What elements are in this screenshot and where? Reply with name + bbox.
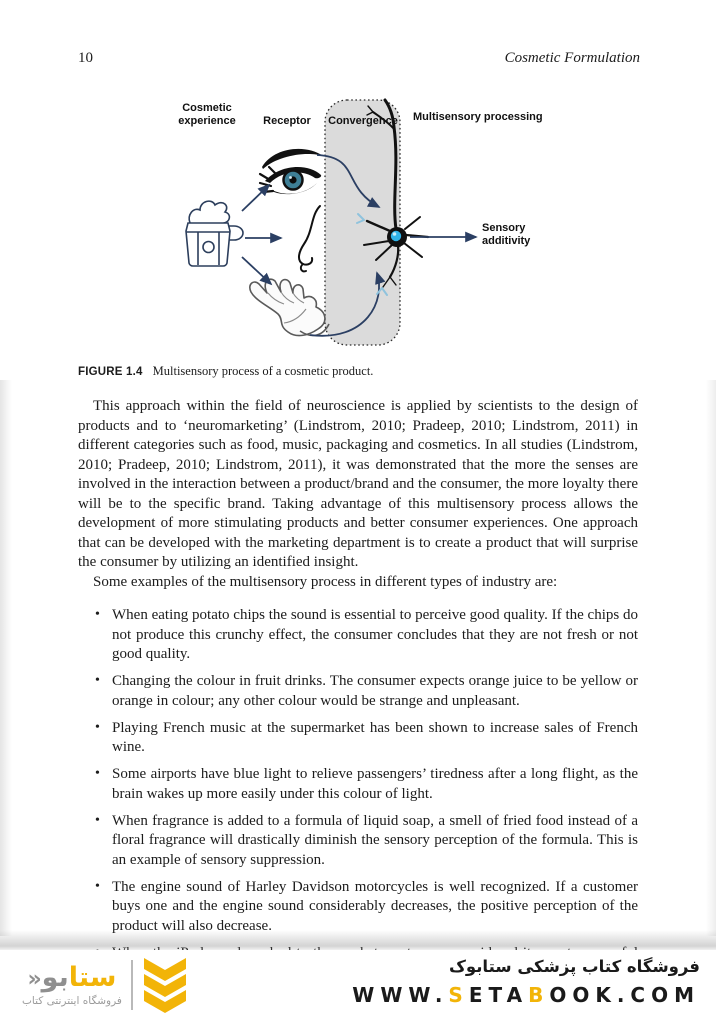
logo-wordmark: ستابو«: [27, 963, 116, 993]
list-item: Some airports have blue light to relieve…: [95, 764, 638, 804]
logo-tagline: فروشگاه اینترنتی کتاب: [22, 994, 122, 1007]
scan-shadow-bottom: [0, 930, 716, 950]
convergence-arrows: [309, 154, 386, 337]
url-segment-accent: B: [528, 982, 550, 1007]
list-item: The engine sound of Harley Davidson moto…: [95, 877, 638, 937]
cream-jar-icon: [185, 200, 244, 267]
paragraph: Some examples of the multisensory proces…: [93, 573, 558, 590]
logo-text-column: ستابو« فروشگاه اینترنتی کتاب: [22, 963, 122, 1007]
page-number: 10: [78, 50, 93, 66]
stimulus-arrows: [241, 183, 283, 286]
publisher-banner: ستابو« فروشگاه اینترنتی کتاب فروشگاه کتا…: [0, 950, 716, 1023]
list-item: Playing French music at the supermarket …: [95, 718, 638, 758]
convergence-box: [324, 99, 401, 346]
hand-icon: [249, 278, 330, 337]
url-segment-accent: S: [448, 982, 469, 1007]
logo-guillemet: «: [27, 967, 42, 993]
neuron-icon: [356, 98, 430, 296]
list-item: When eating potato chips the sound is es…: [95, 605, 638, 665]
logo-wordmark-yellow: ستا: [68, 962, 117, 994]
url-segment: OOK.COM: [549, 982, 700, 1007]
figure-1-4-diagram: Cosmetic experience Receptor Convergence…: [150, 95, 560, 360]
url-segment: ETA: [468, 982, 529, 1007]
paragraph: This approach within the field of neuros…: [78, 398, 638, 570]
footer-right-block: فروشگاه کتاب پزشکی ستابوک WWW.SETABOOK.C…: [352, 955, 700, 1007]
chevron-emblem-icon: [143, 958, 186, 1013]
logo-wordmark-gray: بو: [41, 962, 69, 994]
label-cosmetic-experience: Cosmetic experience: [178, 102, 236, 127]
eye-icon: [258, 148, 323, 195]
label-convergence: Convergence: [328, 115, 398, 127]
logo-divider: [130, 960, 133, 1010]
setabook-logo: ستابو« فروشگاه اینترنتی کتاب: [22, 956, 188, 1014]
label-sensory-additivity: Sensory additivity: [482, 222, 531, 247]
list-item: When fragrance is added to a formula of …: [95, 811, 638, 871]
list-item: Changing the colour in fruit drinks. The…: [95, 671, 638, 711]
label-receptor: Receptor: [263, 115, 311, 127]
label-multisensory-processing: Multisensory processing: [413, 111, 543, 123]
figure-caption-text: Multisensory process of a cosmetic produ…: [152, 364, 374, 378]
multisensory-diagram-graphic: [185, 98, 478, 346]
scan-shadow-right: [706, 380, 716, 936]
scan-shadow-left: [0, 380, 12, 936]
url-segment: WWW.: [352, 982, 449, 1007]
running-title: Cosmetic Formulation: [504, 50, 640, 66]
figure-caption: FIGURE 1.4 Multisensory process of a cosm…: [78, 364, 638, 379]
figure-caption-label: FIGURE 1.4: [78, 366, 143, 378]
store-name-persian: فروشگاه کتاب پزشکی ستابوک: [449, 957, 700, 976]
nose-icon: [298, 205, 321, 273]
website-url: WWW.SETABOOK.COM: [352, 983, 700, 1007]
